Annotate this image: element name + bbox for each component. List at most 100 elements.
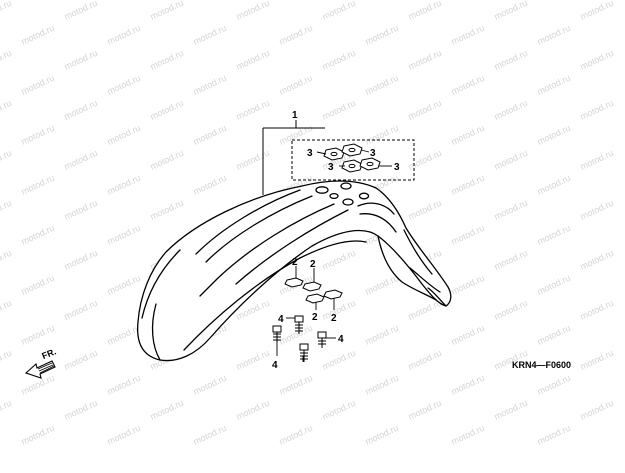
- watermark-text: motod.ru: [235, 0, 271, 22]
- watermark-text: motod.ru: [579, 48, 615, 72]
- watermark-text: motod.ru: [149, 48, 185, 72]
- watermark-text: motod.ru: [493, 398, 529, 422]
- watermark-text: motod.ru: [579, 0, 615, 22]
- watermark-text: motod.ru: [450, 323, 486, 347]
- callout-clip-b: 3: [370, 148, 376, 159]
- watermark-text: motod.ru: [407, 398, 443, 422]
- bolts: [272, 315, 327, 362]
- watermark-text: motod.ru: [321, 0, 357, 22]
- watermark-text: motod.ru: [0, 248, 13, 272]
- watermark-text: motod.ru: [450, 123, 486, 147]
- watermark-text: motod.ru: [20, 223, 56, 247]
- watermark-text: motod.ru: [579, 248, 615, 272]
- watermark-text: motod.ru: [149, 398, 185, 422]
- watermark-text: motod.ru: [278, 323, 314, 347]
- watermark-text: motod.ru: [106, 123, 142, 147]
- watermark-text: motod.ru: [63, 148, 99, 172]
- washers: [284, 277, 343, 304]
- watermark-text: motod.ru: [450, 23, 486, 47]
- watermark-text: motod.ru: [536, 173, 572, 197]
- watermark-text: motod.ru: [0, 398, 13, 422]
- watermark-text: motod.ru: [364, 23, 400, 47]
- watermark-text: motod.ru: [192, 73, 228, 97]
- callout-main: 1: [292, 110, 298, 121]
- watermark-text: motod.ru: [579, 398, 615, 422]
- clip-leaders: [316, 149, 392, 167]
- watermark-text: motod.ru: [579, 148, 615, 172]
- clip-group-box: [291, 139, 415, 181]
- watermark-text: motod.ru: [63, 298, 99, 322]
- watermark-text: motod.ru: [493, 148, 529, 172]
- clip-nuts: [323, 143, 381, 173]
- watermark-text: motod.ru: [364, 73, 400, 97]
- watermark-text: motod.ru: [450, 173, 486, 197]
- watermark-text: motod.ru: [536, 73, 572, 97]
- watermark-text: motod.ru: [450, 223, 486, 247]
- watermark-text: motod.ru: [63, 198, 99, 222]
- watermark-text: motod.ru: [493, 248, 529, 272]
- callout-bolt-b: 4: [338, 334, 344, 345]
- watermark-text: motod.ru: [0, 298, 13, 322]
- watermark-text: motod.ru: [364, 123, 400, 147]
- watermark-text: motod.ru: [407, 0, 443, 22]
- watermark-text: motod.ru: [106, 73, 142, 97]
- watermark-text: motod.ru: [0, 98, 13, 122]
- watermark-text: motod.ru: [493, 98, 529, 122]
- watermark-text: motod.ru: [106, 273, 142, 297]
- front-direction-arrow: FR.: [24, 346, 58, 379]
- watermark-text: motod.ru: [536, 273, 572, 297]
- watermark-text: motod.ru: [63, 98, 99, 122]
- watermark-text: motod.ru: [450, 373, 486, 397]
- watermark-text: motod.ru: [63, 248, 99, 272]
- watermark-text: motod.ru: [192, 173, 228, 197]
- watermark-text: motod.ru: [106, 373, 142, 397]
- watermark-text: motod.ru: [63, 48, 99, 72]
- watermark-text: motod.ru: [20, 123, 56, 147]
- watermark-text: motod.ru: [536, 423, 572, 447]
- watermark-text: motod.ru: [149, 0, 185, 22]
- callout-washer-d: 2: [331, 313, 337, 324]
- watermark-text: motod.ru: [192, 123, 228, 147]
- watermark-text: motod.ru: [579, 198, 615, 222]
- callout-bolt-a: 4: [272, 360, 278, 371]
- watermark-text: motod.ru: [0, 48, 13, 72]
- watermark-text: motod.ru: [192, 423, 228, 447]
- watermark-text: motod.ru: [106, 323, 142, 347]
- watermark-text: motod.ru: [235, 348, 271, 372]
- watermark-text: motod.ru: [407, 348, 443, 372]
- watermark-text: motod.ru: [536, 123, 572, 147]
- watermark-text: motod.ru: [536, 223, 572, 247]
- reference-leader-1: [262, 120, 325, 195]
- watermark-text: motod.ru: [407, 148, 443, 172]
- watermark-text: motod.ru: [192, 23, 228, 47]
- watermark-text: motod.ru: [63, 0, 99, 22]
- watermark-text: motod.ru: [364, 273, 400, 297]
- watermark-text: motod.ru: [493, 0, 529, 22]
- watermark-text: motod.ru: [278, 423, 314, 447]
- callout-clip-d: 3: [394, 162, 400, 173]
- watermark-text: motod.ru: [20, 273, 56, 297]
- callout-bolt-c: 4: [278, 314, 284, 325]
- watermark-text: motod.ru: [106, 423, 142, 447]
- watermark-text: motod.ru: [20, 323, 56, 347]
- watermark-text: motod.ru: [149, 198, 185, 222]
- watermark-text: motod.ru: [407, 48, 443, 72]
- watermark-text: motod.ru: [364, 423, 400, 447]
- callout-clip-c: 3: [328, 162, 334, 173]
- watermark-text: motod.ru: [321, 48, 357, 72]
- watermark-text: motod.ru: [450, 273, 486, 297]
- washer-leaders: [295, 266, 335, 310]
- callout-washer-a: 2: [292, 257, 298, 268]
- watermark-text: motod.ru: [63, 398, 99, 422]
- watermark-text: motod.ru: [192, 373, 228, 397]
- watermark-text: motod.ru: [20, 173, 56, 197]
- watermark-text: motod.ru: [106, 23, 142, 47]
- watermark-text: motod.ru: [235, 48, 271, 72]
- watermark-text: motod.ru: [321, 248, 357, 272]
- watermark-text: motod.ru: [63, 348, 99, 372]
- bolt-leaders: [276, 317, 336, 362]
- callout-washer-c: 2: [312, 312, 318, 323]
- watermark-text: motod.ru: [0, 348, 13, 372]
- watermark-text: motod.ru: [493, 48, 529, 72]
